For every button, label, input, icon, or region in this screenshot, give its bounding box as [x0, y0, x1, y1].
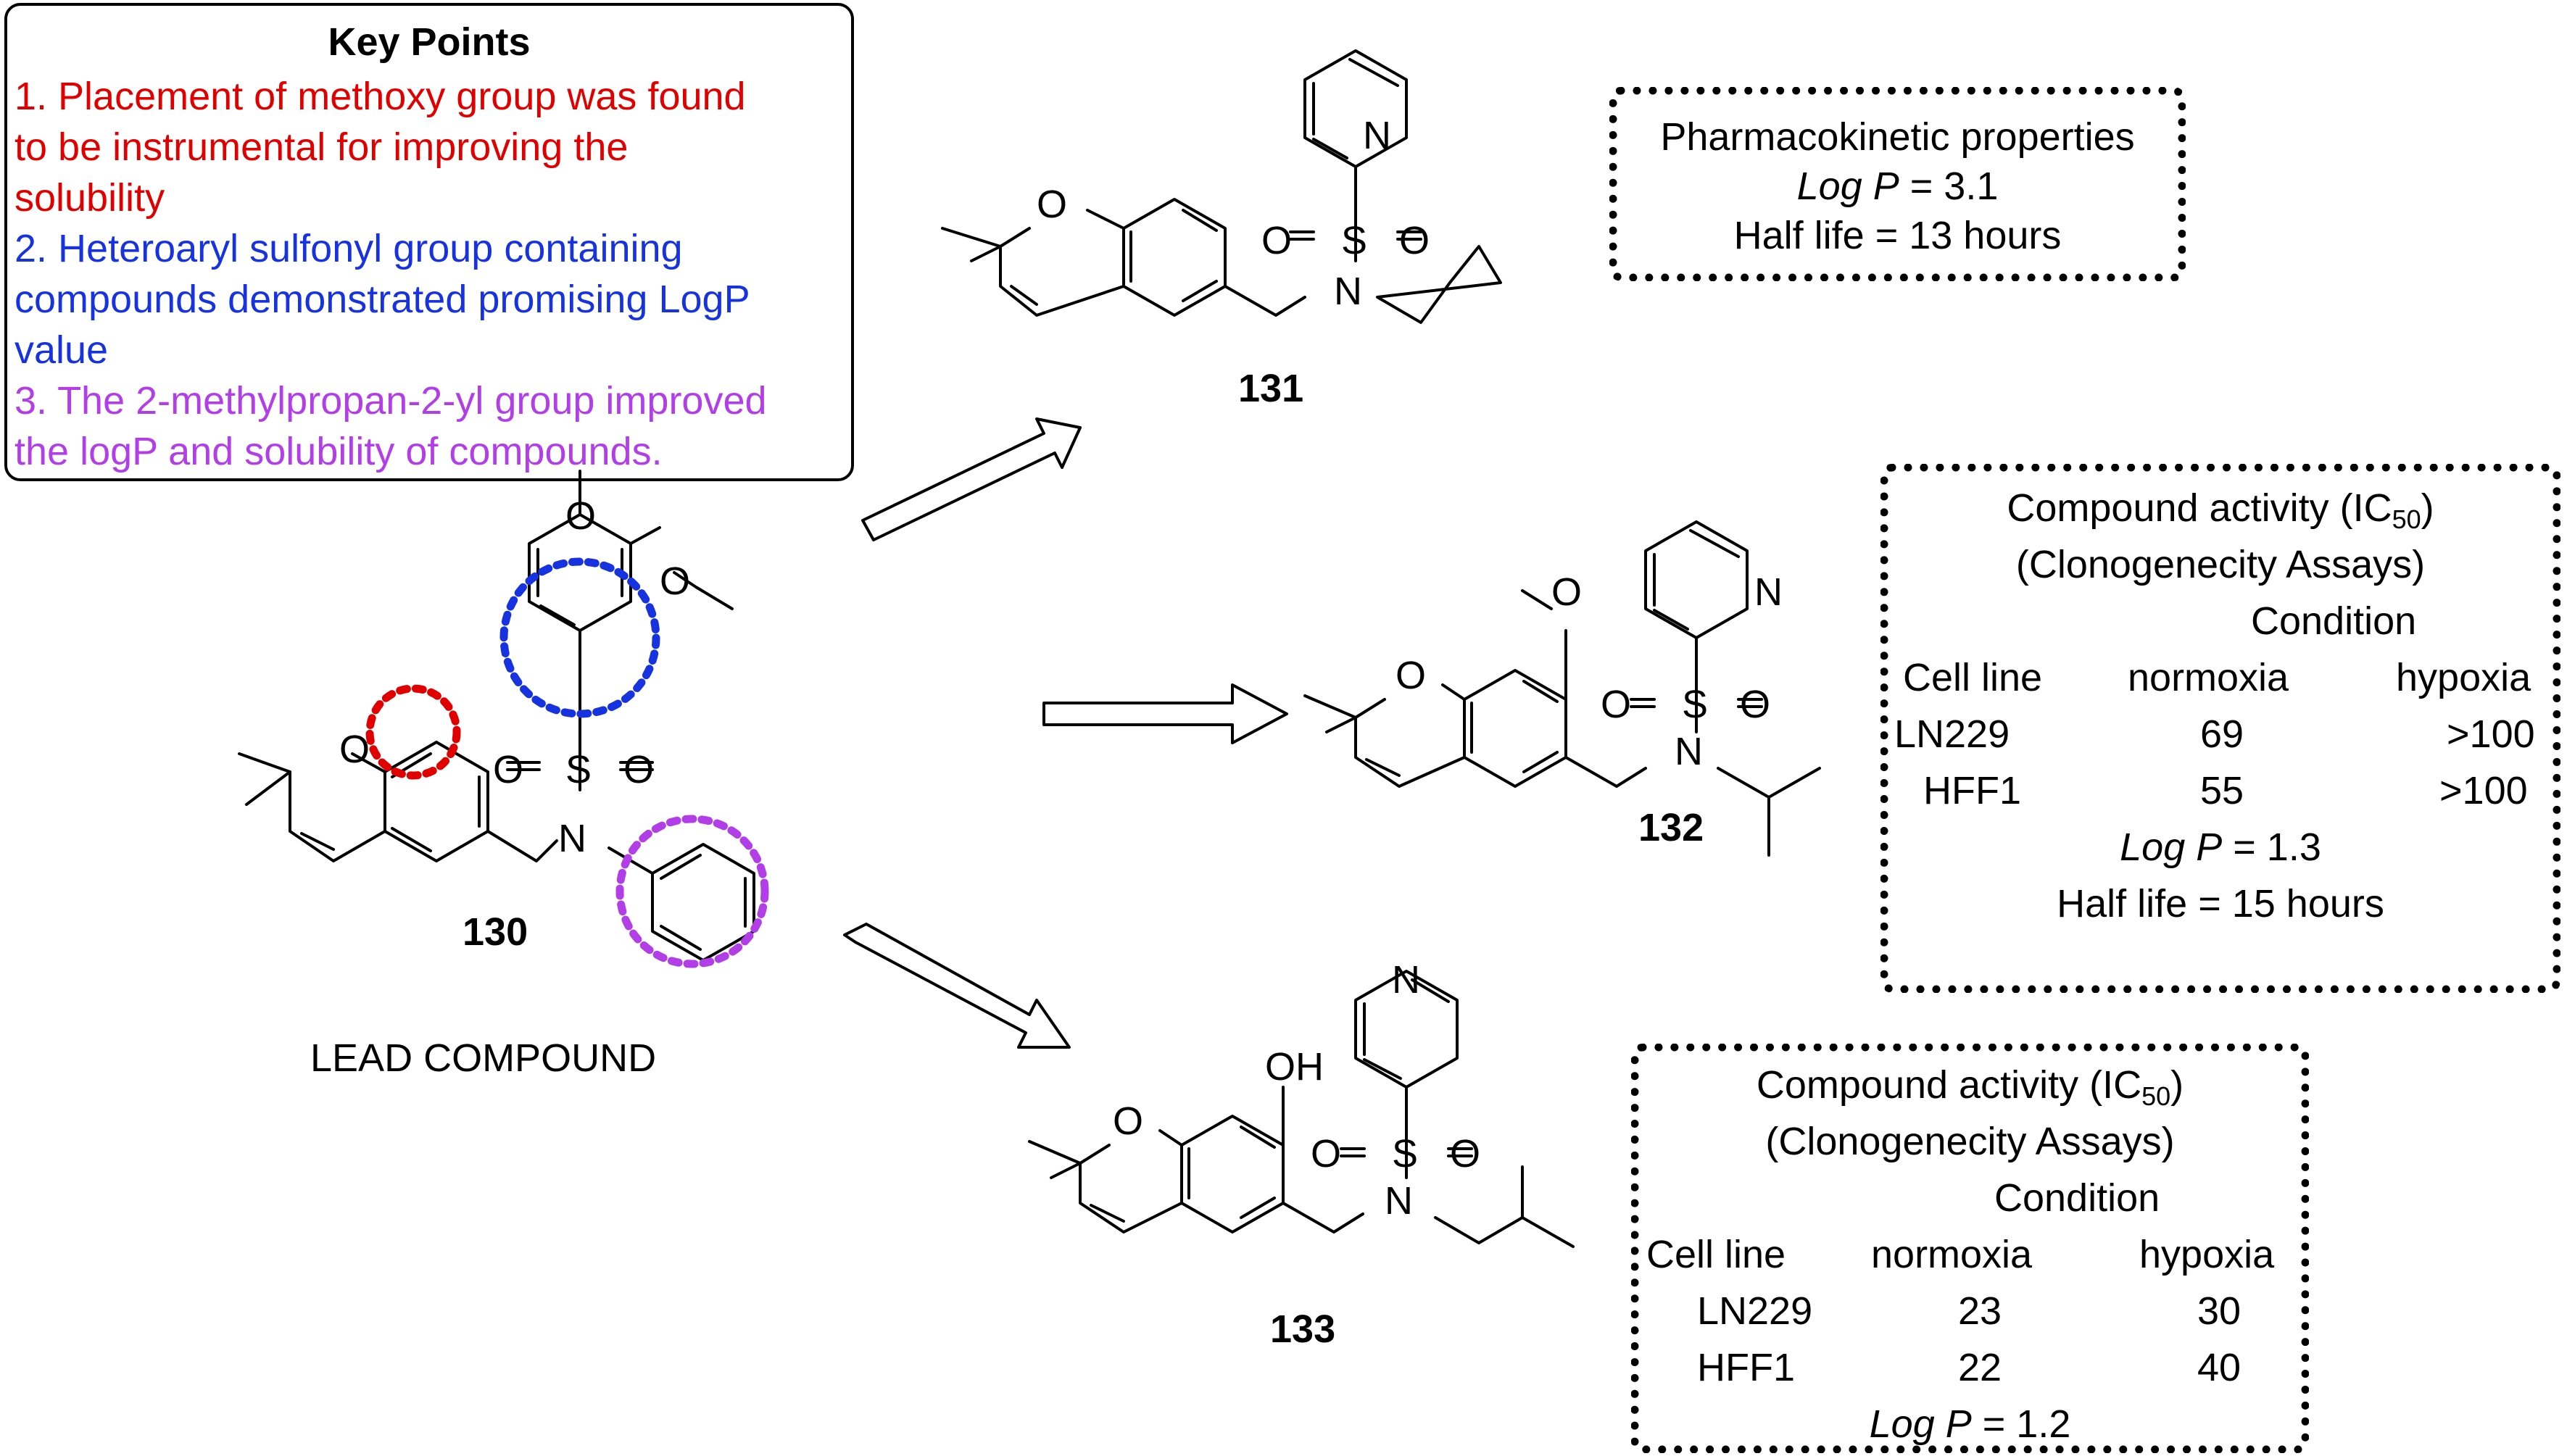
red-highlight-circle — [365, 684, 461, 780]
box132-header-cell-line: Cell line — [1903, 656, 2043, 699]
atom-o-130-s1: O — [493, 748, 523, 791]
box132-header-hypoxia: hypoxia — [2396, 656, 2531, 699]
atom-n-132: N — [1675, 730, 1703, 773]
atom-o-131-s1: O — [1261, 219, 1292, 262]
box133-title-sub: 50 — [2141, 1081, 2171, 1111]
arrow-to-132 — [1042, 683, 1288, 744]
key-point-1-line-3: solubility — [14, 176, 165, 220]
box133-header-hypoxia: hypoxia — [2139, 1233, 2275, 1276]
atom-o-130-ome1: O — [565, 494, 596, 538]
key-point-2-line-3: value — [14, 328, 109, 372]
atom-o-132-ring: O — [1396, 654, 1426, 697]
box132-condition: Condition — [2251, 599, 2417, 643]
box132-assay: (Clonogenecity Assays) — [2015, 543, 2426, 586]
box132-row2-hypoxia: >100 — [2439, 769, 2528, 812]
key-points-title: Key Points — [328, 20, 531, 64]
box132-header-normoxia: normoxia — [2128, 656, 2289, 699]
box133-logp: Log P = 1.2 — [1639, 1402, 2301, 1446]
atom-s-130: S — [565, 748, 592, 791]
box133-title-main: Compound activity (IC — [1756, 1063, 2142, 1107]
box132-title-end: ) — [2421, 486, 2434, 530]
box132-title: Compound activity (IC50) — [1888, 486, 2553, 533]
box133-row2-normoxia: 22 — [1958, 1346, 2002, 1389]
atom-o-133-s1: O — [1311, 1132, 1341, 1176]
purple-highlight-circle — [615, 815, 769, 968]
pk-logp-label: Log P — [1796, 165, 1899, 208]
atom-s-132: S — [1682, 683, 1708, 726]
activity-box-133: Compound activity (IC50) (Clonogenecity … — [1631, 1044, 2309, 1453]
box133-row2-cell: HFF1 — [1697, 1346, 1795, 1389]
box133-title: Compound activity (IC50) — [1639, 1063, 2301, 1110]
compound-132-number: 132 — [1638, 806, 1704, 849]
box133-logp-label: Log P — [1869, 1402, 1972, 1446]
compound-132-structure — [1303, 520, 1821, 857]
atom-n-131-pyridine: N — [1363, 114, 1391, 157]
atom-n-133-pyridine: N — [1392, 958, 1420, 1002]
pk-logp-value: = 3.1 — [1899, 165, 1999, 208]
box132-logp: Log P = 1.3 — [1888, 825, 2553, 869]
box133-header-normoxia: normoxia — [1871, 1233, 2033, 1276]
atom-o-130-s2: O — [623, 748, 654, 791]
blue-highlight-circle — [499, 557, 660, 718]
atom-o-132-s2: O — [1740, 683, 1770, 726]
key-point-3-line-1: 3. The 2-methylpropan-2-yl group improve… — [14, 379, 767, 423]
box132-row2-normoxia: 55 — [2200, 769, 2244, 812]
atom-o-130-ring: O — [339, 728, 370, 771]
lead-compound-130-structure — [238, 470, 755, 962]
box133-logp-value: = 1.2 — [1971, 1402, 2071, 1446]
pk-properties-box: Pharmacokinetic properties Log P = 3.1 H… — [1609, 87, 2186, 281]
key-point-1-line-1: 1. Placement of methoxy group was found — [14, 75, 746, 118]
atom-o-132-s1: O — [1601, 683, 1631, 726]
box133-header-cell-line: Cell line — [1646, 1233, 1786, 1276]
box132-half-life: Half life = 15 hours — [2057, 882, 2384, 925]
atom-o-133-ring: O — [1113, 1099, 1143, 1143]
compound-131-structure — [941, 49, 1502, 324]
key-point-1-line-2: to be instrumental for improving the — [14, 125, 629, 169]
lead-compound-label: LEAD COMPOUND — [310, 1036, 657, 1080]
box133-condition: Condition — [1994, 1176, 2160, 1220]
atom-o-133-s2: O — [1450, 1132, 1480, 1176]
atom-o-131-ring: O — [1037, 183, 1067, 226]
box132-row1-hypoxia: >100 — [2447, 712, 2535, 756]
box133-row1-cell: LN229 — [1697, 1289, 1813, 1333]
atom-n-133: N — [1385, 1179, 1413, 1223]
key-points-box: Key Points 1. Placement of methoxy group… — [4, 3, 854, 481]
atom-n-130: N — [558, 817, 586, 860]
atom-o-132-ome: O — [1551, 570, 1582, 614]
atom-oh-133: OH — [1265, 1045, 1324, 1089]
atom-n-132-pyridine: N — [1754, 570, 1783, 614]
pk-half-life: Half life = 13 hours — [1733, 214, 2062, 257]
box132-logp-value: = 1.3 — [2222, 825, 2321, 869]
compound-133-number: 133 — [1270, 1307, 1336, 1351]
box133-assay: (Clonogenecity Assays) — [1765, 1120, 2175, 1163]
box132-row1-cell: LN229 — [1894, 712, 2010, 756]
box132-row2-cell: HFF1 — [1923, 769, 2021, 812]
box133-row2-hypoxia: 40 — [2197, 1346, 2242, 1389]
compound-133-structure — [1028, 970, 1575, 1248]
box132-title-main: Compound activity (IC — [2007, 486, 2392, 530]
pk-logp: Log P = 3.1 — [1617, 165, 2178, 208]
pk-title: Pharmacokinetic properties — [1660, 115, 2135, 159]
key-point-2-line-1: 2. Heteroaryl sulfonyl group containing — [14, 227, 683, 270]
box133-row1-hypoxia: 30 — [2197, 1289, 2242, 1333]
key-point-3-line-2: the logP and solubility of compounds. — [14, 430, 663, 473]
box132-title-sub: 50 — [2392, 504, 2421, 534]
atom-s-131: S — [1341, 219, 1367, 262]
arrow-to-131 — [861, 417, 1082, 541]
box132-logp-label: Log P — [2120, 825, 2223, 869]
box133-title-end: ) — [2170, 1063, 2184, 1107]
compound-131-number: 131 — [1238, 367, 1304, 410]
activity-box-132: Compound activity (IC50) (Clonogenecity … — [1880, 464, 2560, 993]
box133-row1-normoxia: 23 — [1958, 1289, 2002, 1333]
atom-o-130-ome2: O — [660, 559, 690, 603]
box132-row1-normoxia: 69 — [2200, 712, 2244, 756]
atom-s-133: S — [1392, 1132, 1418, 1176]
key-point-2-line-2: compounds demonstrated promising LogP — [14, 278, 750, 321]
atom-o-131-s2: O — [1399, 219, 1430, 262]
compound-130-number: 130 — [463, 910, 528, 954]
arrow-to-133 — [843, 923, 1071, 1049]
atom-n-131: N — [1334, 270, 1362, 313]
